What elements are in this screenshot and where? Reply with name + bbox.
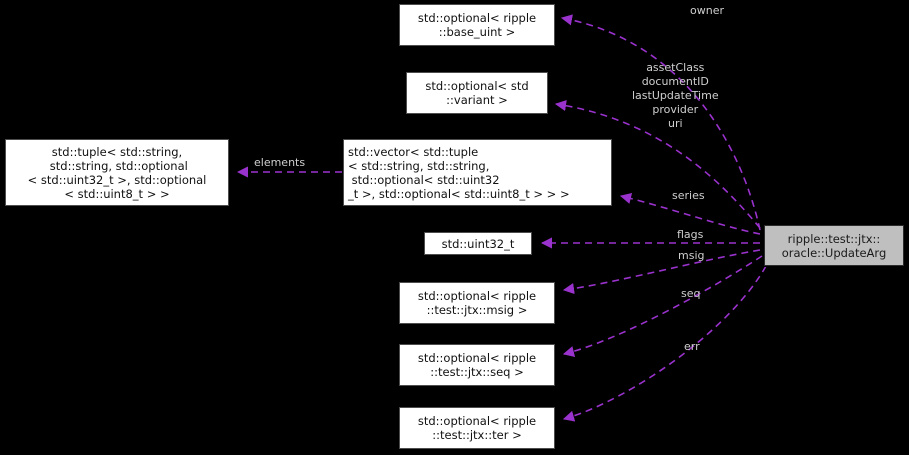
edge-label-edge-elements: elements — [254, 156, 306, 169]
edge-label-edge-msig: msig — [678, 249, 705, 262]
edge-label-edge-err: err — [684, 340, 700, 353]
node-optional-msig[interactable]: std::optional< ripple ::test::jtx::msig … — [399, 282, 555, 324]
edge-label-edge-flags: flags — [677, 228, 704, 241]
node-update-arg[interactable]: ripple::test::jtx:: oracle::UpdateArg — [764, 225, 904, 266]
node-optional-ter[interactable]: std::optional< ripple ::test::jtx::ter > — [399, 407, 555, 449]
node-vector-tuple[interactable]: std::vector< std::tuple < std::string, s… — [343, 139, 612, 206]
edge-edge-msig — [562, 249, 761, 295]
edge-label-edge-seq: seq — [681, 287, 701, 300]
edge-edge-seq — [562, 255, 763, 357]
node-optional-variant[interactable]: std::optional< std ::variant > — [406, 72, 548, 114]
edge-label-edge-series: series — [672, 189, 705, 202]
node-uint32-t[interactable]: std::uint32_t — [424, 232, 532, 255]
edge-edge-err — [562, 265, 767, 422]
node-optional-base-uint[interactable]: std::optional< ripple ::base_uint > — [399, 4, 555, 46]
node-optional-seq[interactable]: std::optional< ripple ::test::jtx::seq > — [399, 344, 555, 386]
node-tuple-string-string-optional[interactable]: std::tuple< std::string, std::string, st… — [5, 139, 229, 206]
edge-label-edge-owner: owner — [690, 4, 724, 17]
edge-label-edge-asset-fields: assetClass documentID lastUpdateTime pro… — [632, 61, 719, 130]
